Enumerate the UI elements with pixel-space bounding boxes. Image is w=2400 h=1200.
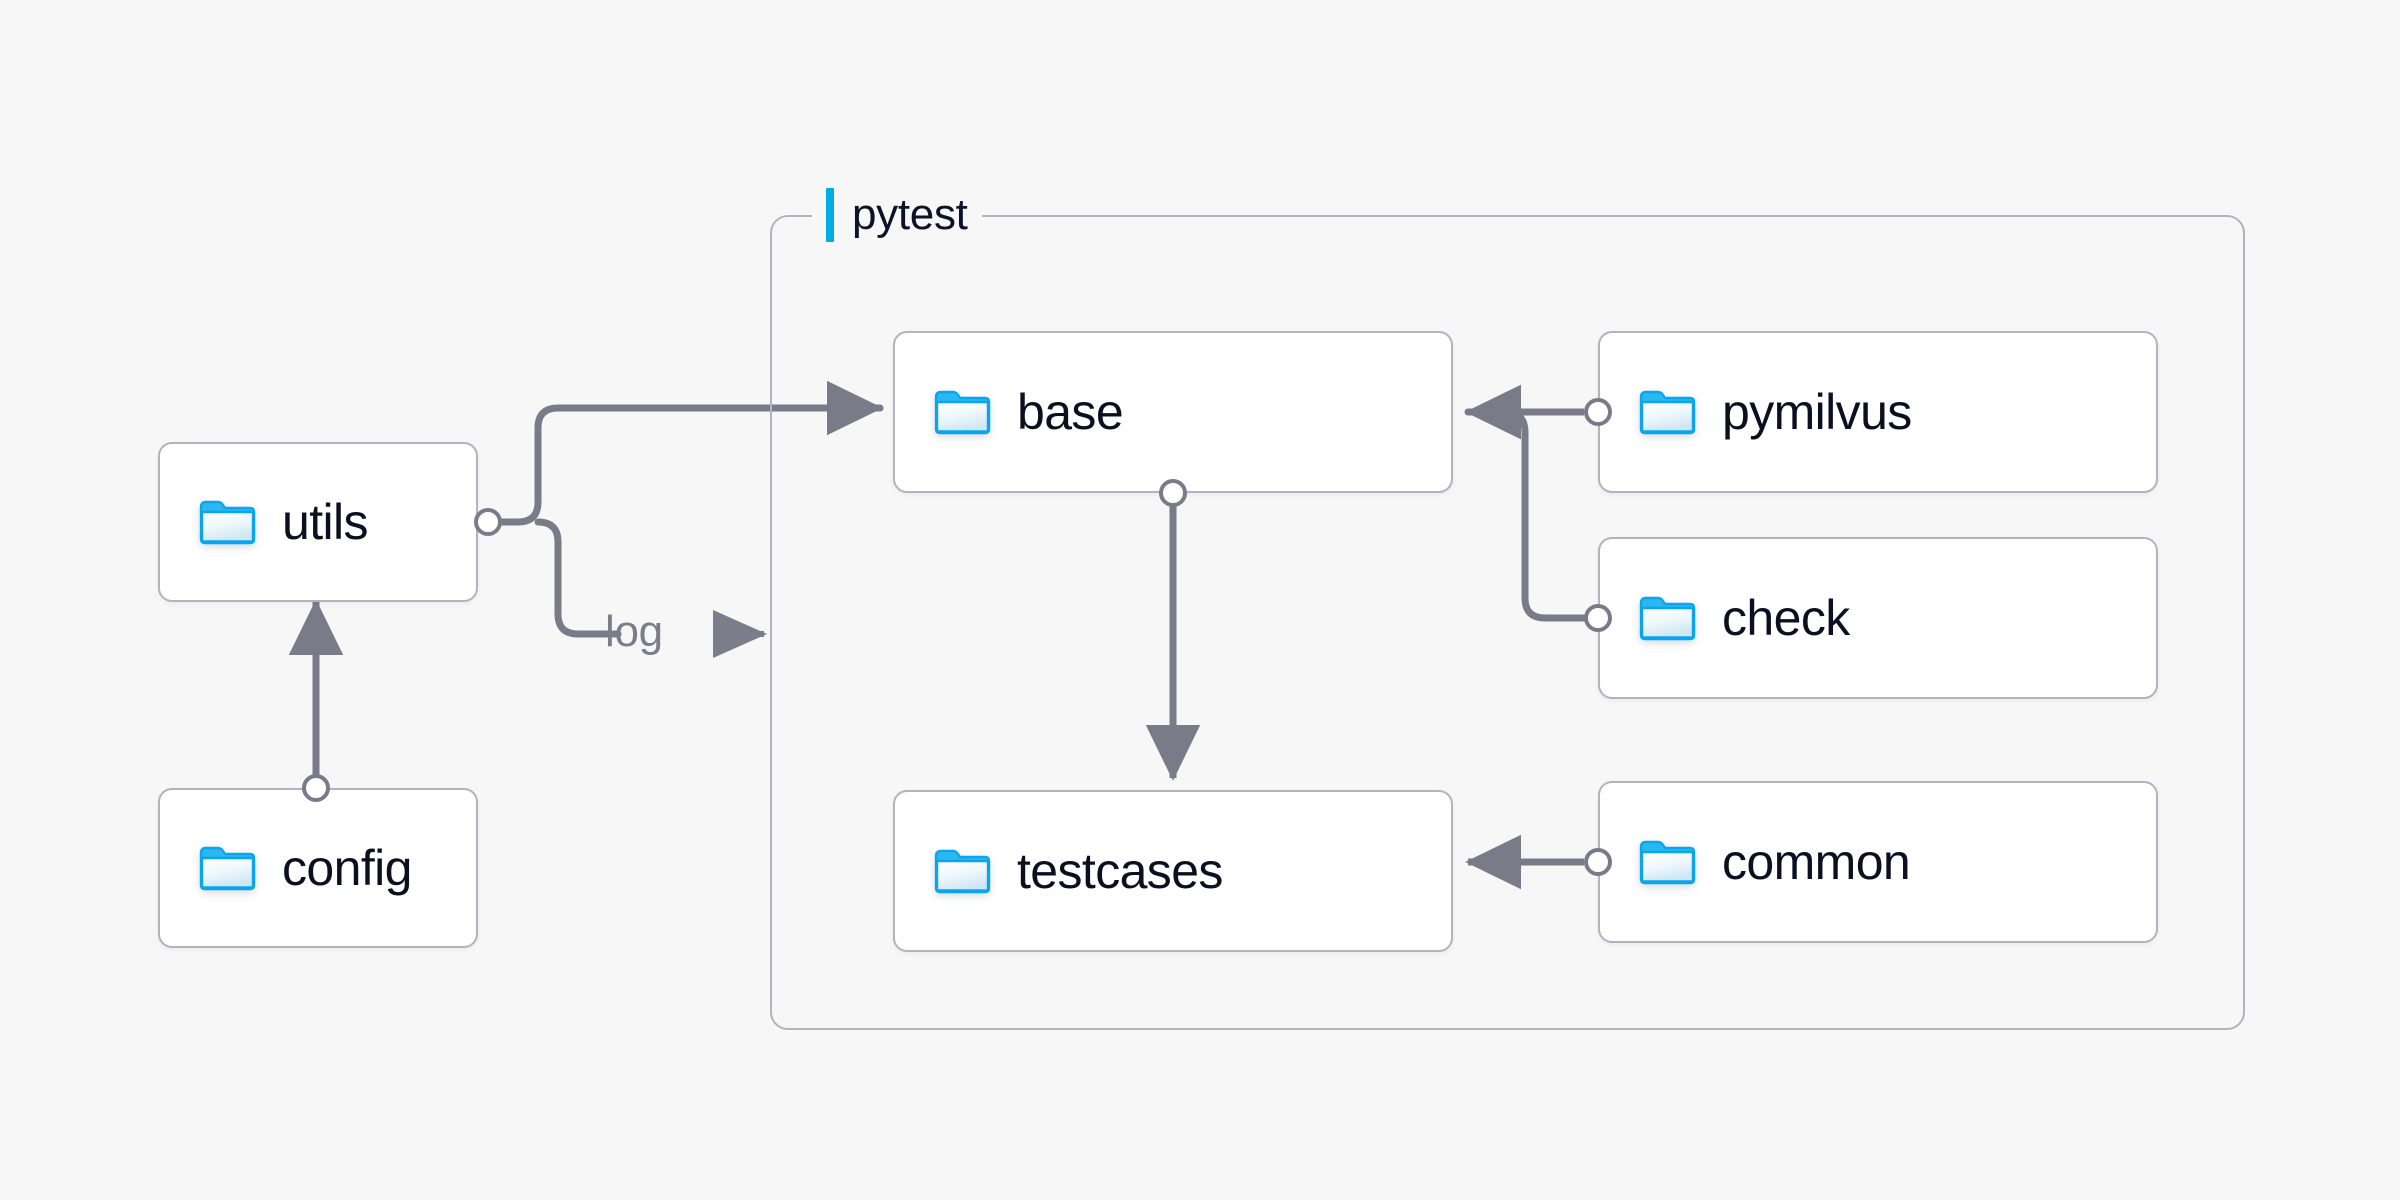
node-check-label: check: [1722, 590, 1850, 646]
node-utils-content: utils: [160, 494, 369, 550]
node-testcases[interactable]: testcases: [893, 790, 1453, 952]
node-check-content: check: [1600, 593, 1850, 643]
node-pymilvus-label: pymilvus: [1722, 384, 1912, 440]
node-pymilvus-content: pymilvus: [1600, 387, 1912, 437]
folder-icon: [198, 498, 256, 546]
group-label-text: pytest: [852, 190, 968, 239]
edge-label-log: log: [605, 607, 663, 656]
folder-icon: [1638, 838, 1696, 886]
node-utils-label: utils: [282, 494, 369, 550]
node-base[interactable]: base: [893, 331, 1453, 493]
port-common-left[interactable]: [1584, 848, 1612, 876]
node-base-label: base: [1017, 384, 1124, 440]
node-common-label: common: [1722, 834, 1911, 890]
node-testcases-label: testcases: [1017, 843, 1223, 899]
node-config-label: config: [282, 840, 412, 896]
port-check-left[interactable]: [1584, 604, 1612, 632]
node-base-content: base: [895, 384, 1124, 440]
node-common-content: common: [1600, 834, 1911, 890]
node-config-content: config: [160, 843, 412, 893]
port-config-top[interactable]: [302, 774, 330, 802]
group-accent-bar: [826, 188, 834, 242]
folder-icon: [1638, 388, 1696, 436]
node-check[interactable]: check: [1598, 537, 2158, 699]
node-utils[interactable]: utils: [158, 442, 478, 602]
node-config[interactable]: config: [158, 788, 478, 948]
folder-icon: [198, 844, 256, 892]
folder-icon: [933, 847, 991, 895]
port-pymilvus-left[interactable]: [1584, 398, 1612, 426]
node-testcases-content: testcases: [895, 846, 1223, 896]
node-pymilvus[interactable]: pymilvus: [1598, 331, 2158, 493]
port-base-bottom[interactable]: [1159, 479, 1187, 507]
folder-icon: [933, 388, 991, 436]
pytest-group-container: [770, 215, 2245, 1030]
pytest-group-label: pytest: [812, 188, 982, 242]
folder-icon: [1638, 594, 1696, 642]
node-common[interactable]: common: [1598, 781, 2158, 943]
port-utils-right[interactable]: [474, 508, 502, 536]
